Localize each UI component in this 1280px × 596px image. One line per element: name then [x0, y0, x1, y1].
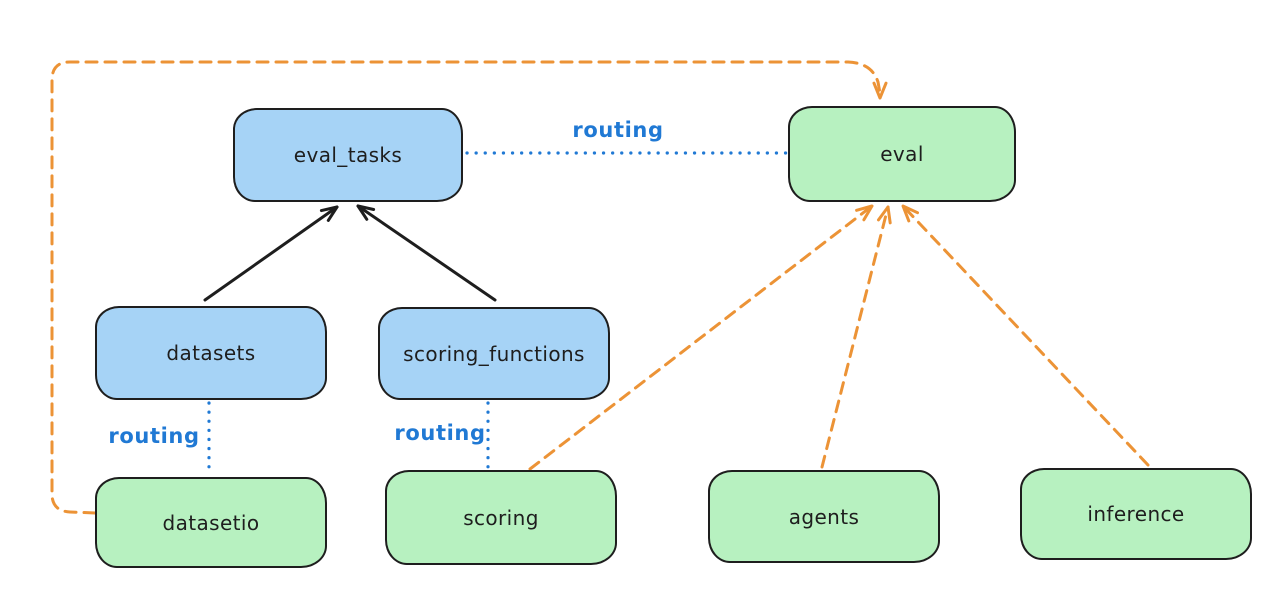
arrowhead — [901, 204, 919, 223]
edge-label-routing-datasets-datasetio: routing — [108, 424, 200, 448]
edge-datasets-to-eval-tasks — [203, 205, 339, 302]
edge-line — [901, 204, 1150, 467]
edge-line — [820, 205, 890, 469]
node-eval-tasks: eval_tasks — [233, 108, 463, 202]
edge-inference-to-eval — [901, 204, 1150, 467]
edge-scoring-functions-to-eval-tasks — [356, 204, 497, 302]
edge-datasetio-to-eval — [50, 60, 888, 515]
node-scoring-functions: scoring_functions — [378, 307, 610, 400]
arrowhead — [877, 205, 892, 225]
arrowhead — [319, 205, 339, 222]
edge-line — [50, 60, 882, 515]
node-label: eval — [880, 142, 924, 166]
arrowhead — [356, 204, 376, 221]
node-eval: eval — [788, 106, 1016, 202]
node-label: agents — [788, 504, 860, 529]
edge-line — [528, 204, 874, 471]
node-label: eval_tasks — [293, 143, 403, 167]
node-datasetio: datasetio — [95, 477, 327, 568]
edge-line — [203, 205, 339, 302]
arrowhead — [855, 204, 874, 222]
arrowhead — [872, 81, 888, 100]
node-agents: agents — [708, 470, 940, 563]
node-label: datasets — [166, 341, 256, 365]
node-scoring: scoring — [385, 470, 617, 565]
edge-label-routing-scoring-functions-scoring: routing — [394, 421, 486, 445]
edge-label-routing-eval-tasks-eval: routing — [572, 118, 664, 142]
edge-scoring-to-eval — [528, 204, 874, 471]
node-inference: inference — [1020, 468, 1252, 560]
edge-line — [356, 204, 497, 302]
node-label: datasetio — [162, 510, 260, 535]
node-label: inference — [1087, 502, 1185, 526]
node-label: scoring_functions — [403, 341, 585, 366]
edge-agents-to-eval — [820, 205, 892, 469]
node-label: scoring — [463, 505, 539, 530]
node-datasets: datasets — [95, 306, 327, 400]
